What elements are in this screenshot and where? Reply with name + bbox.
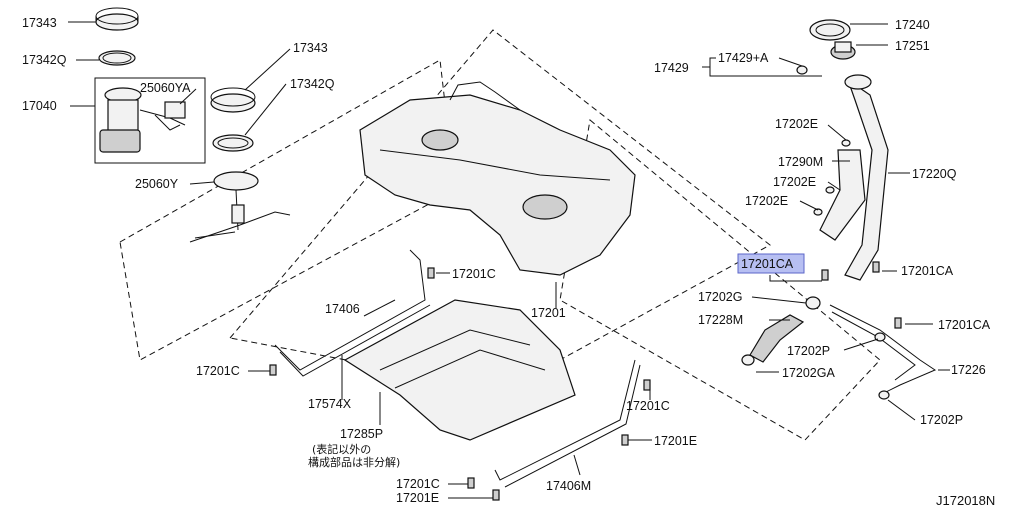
label-25060y[interactable]: 25060Y bbox=[135, 177, 179, 191]
label-17201c-3[interactable]: 17201C bbox=[626, 399, 670, 413]
label-17285p[interactable]: 17285P bbox=[340, 427, 383, 441]
label-17342q-top[interactable]: 17342Q bbox=[22, 53, 67, 67]
clip-17202g[interactable] bbox=[805, 296, 821, 310]
lock-ring-17343-top[interactable] bbox=[95, 7, 139, 31]
label-17220q[interactable]: 17220Q bbox=[912, 167, 957, 181]
pump-group-box bbox=[119, 59, 456, 361]
tank-strap-17406[interactable] bbox=[274, 249, 431, 377]
label-17228m[interactable]: 17228M bbox=[698, 313, 743, 327]
sender-unit-25060y[interactable] bbox=[189, 171, 291, 243]
bolt-17201c-1[interactable] bbox=[427, 267, 435, 279]
filler-group-box bbox=[559, 119, 881, 441]
label-17201c-1[interactable]: 17201C bbox=[452, 267, 496, 281]
label-17201[interactable]: 17201 bbox=[531, 306, 566, 320]
label-25060ya[interactable]: 25060YA bbox=[140, 81, 191, 95]
label-17202e-3[interactable]: 17202E bbox=[745, 194, 788, 208]
label-17406[interactable]: 17406 bbox=[325, 302, 360, 316]
bracket-17290m[interactable] bbox=[819, 149, 866, 241]
highlight-17201ca bbox=[737, 253, 805, 274]
clip-17202e-3[interactable] bbox=[813, 208, 823, 216]
bolt-17201c-2[interactable] bbox=[269, 364, 277, 376]
label-17202g[interactable]: 17202G bbox=[698, 290, 742, 304]
filler-cap-17251[interactable] bbox=[830, 41, 856, 60]
label-17202p-2[interactable]: 17202P bbox=[920, 413, 963, 427]
clip-17202p-2[interactable] bbox=[878, 390, 890, 400]
bolt-17201e-1[interactable] bbox=[621, 434, 629, 446]
clip-17429a[interactable] bbox=[796, 65, 808, 75]
filler-tube-17220q[interactable] bbox=[844, 74, 889, 281]
label-17343-top[interactable]: 17343 bbox=[22, 16, 57, 30]
bolt-17201ca-2[interactable] bbox=[894, 317, 902, 329]
leader-lines bbox=[68, 21, 950, 499]
filler-cap-ring-17240[interactable] bbox=[809, 19, 851, 41]
label-17343-mid[interactable]: 17343 bbox=[293, 41, 328, 55]
label-17290m[interactable]: 17290M bbox=[778, 155, 823, 169]
fuel-gauge-unit-25060ya[interactable] bbox=[154, 101, 186, 131]
label-17201e-1[interactable]: 17201E bbox=[654, 434, 697, 448]
bolt-17201ca-3[interactable] bbox=[821, 269, 829, 281]
label-17202e-2[interactable]: 17202E bbox=[773, 175, 816, 189]
seal-ring-17342q-mid[interactable] bbox=[212, 134, 254, 152]
bolt-17201e-2[interactable] bbox=[492, 489, 500, 501]
clip-17202e-1[interactable] bbox=[841, 139, 851, 147]
label-17201c-2[interactable]: 17201C bbox=[196, 364, 240, 378]
label-17406m[interactable]: 17406M bbox=[546, 479, 591, 493]
bolt-17201ca-1[interactable] bbox=[872, 261, 880, 273]
hose-17226[interactable] bbox=[829, 304, 937, 396]
label-17201e-2[interactable]: 17201E bbox=[396, 491, 439, 505]
heat-shield-17574x[interactable] bbox=[343, 299, 576, 441]
bolt-17201c-4[interactable] bbox=[467, 477, 475, 489]
clip-17202e-2[interactable] bbox=[825, 186, 835, 194]
label-17226[interactable]: 17226 bbox=[951, 363, 986, 377]
label-17574x[interactable]: 17574X bbox=[308, 397, 352, 411]
label-17202e-1[interactable]: 17202E bbox=[775, 117, 818, 131]
tank-strap-17406m[interactable] bbox=[494, 359, 641, 488]
note-line-1: (表記以外の bbox=[312, 442, 371, 456]
breather-hose-17228m[interactable] bbox=[749, 314, 805, 363]
label-17201ca-highlighted[interactable]: 17201CA bbox=[741, 257, 794, 271]
label-17342q-mid[interactable]: 17342Q bbox=[290, 77, 335, 91]
label-17429a[interactable]: 17429+A bbox=[718, 51, 769, 65]
label-17240[interactable]: 17240 bbox=[895, 18, 930, 32]
lock-ring-17343-mid[interactable] bbox=[210, 87, 256, 113]
note-line-2: 構成部品は非分解) bbox=[308, 455, 400, 469]
label-17251[interactable]: 17251 bbox=[895, 39, 930, 53]
label-17202p-1[interactable]: 17202P bbox=[787, 344, 830, 358]
fuel-tank-17201[interactable] bbox=[359, 81, 636, 276]
drawing-code: J172018N bbox=[936, 493, 995, 508]
bolt-17201c-3[interactable] bbox=[643, 379, 651, 391]
label-17040[interactable]: 17040 bbox=[22, 99, 57, 113]
label-17202ga[interactable]: 17202GA bbox=[782, 366, 835, 380]
label-17201ca-2[interactable]: 17201CA bbox=[938, 318, 991, 332]
label-17201c-4[interactable]: 17201C bbox=[396, 477, 440, 491]
clip-17202ga[interactable] bbox=[741, 354, 755, 366]
label-17429[interactable]: 17429 bbox=[654, 61, 689, 75]
seal-ring-17342q-top[interactable] bbox=[98, 50, 136, 66]
label-17201ca-1[interactable]: 17201CA bbox=[901, 264, 954, 278]
